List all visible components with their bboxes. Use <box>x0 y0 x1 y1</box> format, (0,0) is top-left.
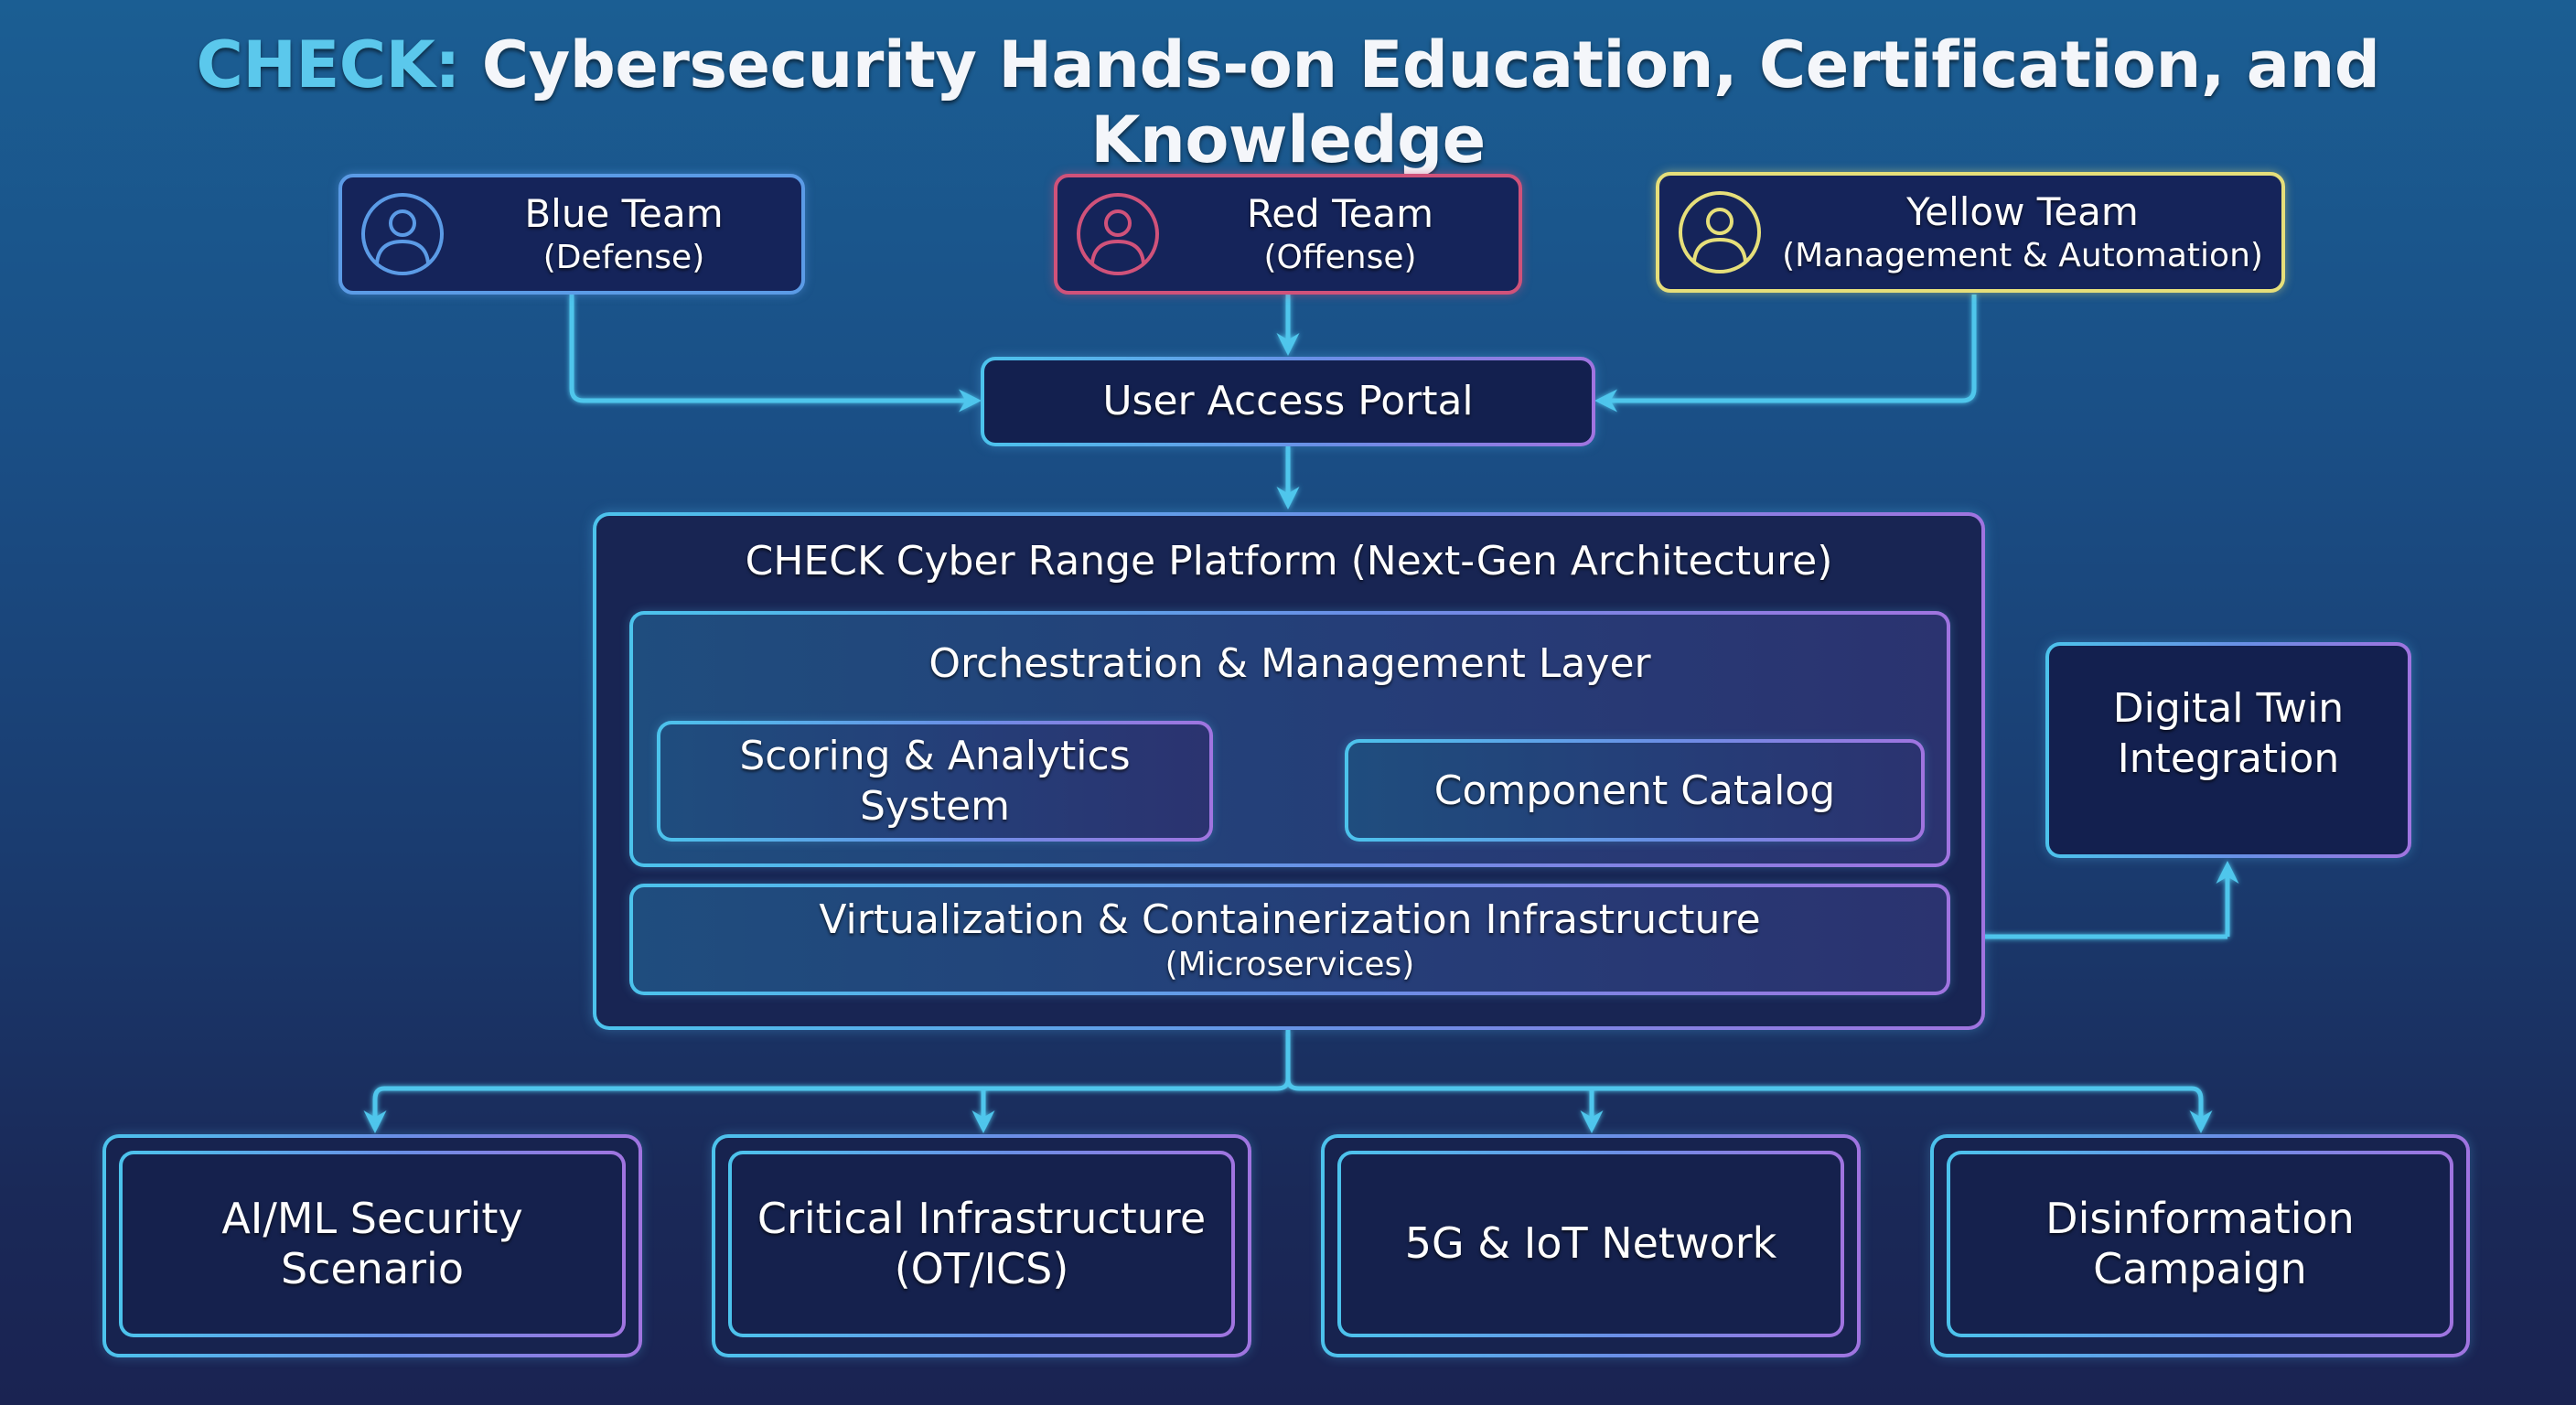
team-name: Red Team <box>1246 191 1434 237</box>
scenario-inner: Critical Infrastructure (OT/ICS) <box>728 1151 1235 1337</box>
red-team-card[interactable]: Red Team (Offense) <box>1054 174 1522 295</box>
scenario-5g-iot[interactable]: 5G & IoT Network <box>1321 1134 1861 1357</box>
scenario-ai-ml[interactable]: AI/ML Security Scenario <box>102 1134 642 1357</box>
scenario-line2: Campaign <box>2093 1244 2307 1293</box>
cyber-range-platform[interactable]: CHECK Cyber Range Platform (Next-Gen Arc… <box>593 512 1985 1030</box>
title-accent: CHECK: <box>196 27 461 102</box>
team-name: Blue Team <box>524 191 724 237</box>
team-role: (Management & Automation) <box>1782 236 2263 274</box>
scenario-line1: Critical Infrastructure <box>757 1193 1207 1243</box>
digital-twin-line1: Digital Twin <box>2112 685 2345 732</box>
infrastructure-subtitle: (Microservices) <box>1165 945 1415 983</box>
team-role: (Offense) <box>1263 238 1417 276</box>
scenario-line2: (OT/ICS) <box>894 1244 1069 1293</box>
scoring-line1: Scoring & Analytics <box>739 733 1131 779</box>
blue-team-card[interactable]: Blue Team (Defense) <box>338 174 805 295</box>
yellow-team-card[interactable]: Yellow Team (Management & Automation) <box>1656 172 2285 293</box>
user-access-portal[interactable]: User Access Portal <box>981 357 1595 446</box>
scenario-inner: AI/ML Security Scenario <box>119 1151 626 1337</box>
title-rest: Cybersecurity Hands-on Education, Certif… <box>459 27 2380 177</box>
platform-title: CHECK Cyber Range Platform (Next-Gen Arc… <box>745 538 1833 585</box>
user-circle-icon <box>1679 191 1761 273</box>
scenario-inner: 5G & IoT Network <box>1337 1151 1844 1337</box>
component-catalog-box[interactable]: Component Catalog <box>1345 739 1925 842</box>
scoring-analytics-box[interactable]: Scoring & Analytics System <box>657 721 1213 842</box>
digital-twin-line2: Integration <box>2117 735 2340 782</box>
portal-label: User Access Portal <box>1102 377 1474 424</box>
infrastructure-title: Virtualization & Containerization Infras… <box>819 896 1761 943</box>
team-role: (Defense) <box>542 238 705 276</box>
catalog-label: Component Catalog <box>1433 767 1836 814</box>
scenario-line1: 5G & IoT Network <box>1404 1218 1777 1269</box>
team-name: Yellow Team <box>1906 189 2139 235</box>
scenario-line2: Scenario <box>281 1244 464 1293</box>
scenario-critical-infrastructure[interactable]: Critical Infrastructure (OT/ICS) <box>712 1134 1251 1357</box>
virtualization-infrastructure[interactable]: Virtualization & Containerization Infras… <box>629 884 1950 995</box>
scenario-line1: Disinformation <box>2045 1193 2355 1243</box>
digital-twin-integration[interactable]: Digital Twin Integration <box>2045 642 2411 858</box>
scoring-line2: System <box>859 783 1011 830</box>
scenario-disinformation[interactable]: Disinformation Campaign <box>1930 1134 2470 1357</box>
scenario-line1: AI/ML Security <box>221 1193 523 1243</box>
user-circle-icon <box>361 193 444 275</box>
scenario-inner: Disinformation Campaign <box>1947 1151 2453 1337</box>
orchestration-title: Orchestration & Management Layer <box>928 640 1651 687</box>
user-circle-icon <box>1077 193 1159 275</box>
page-title: CHECK: Cybersecurity Hands-on Education,… <box>0 27 2576 177</box>
